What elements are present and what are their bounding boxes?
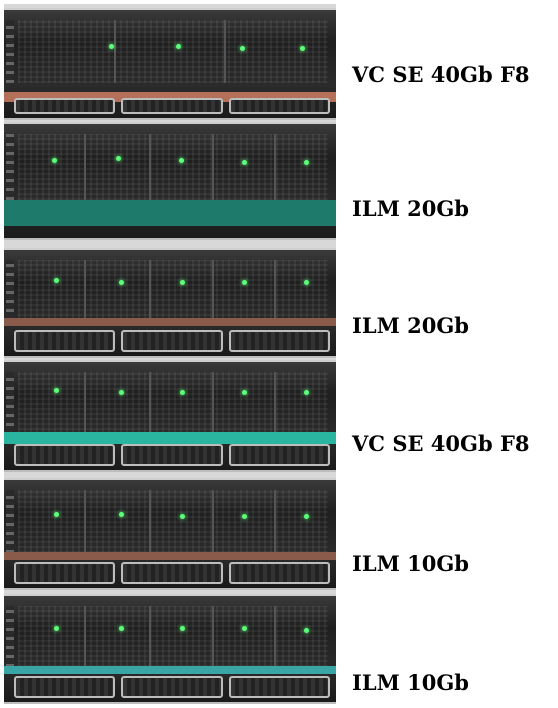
status-led bbox=[119, 626, 124, 631]
module-label-5: ILM 10Gb bbox=[352, 551, 469, 576]
module-label-4: VC SE 40Gb F8 bbox=[352, 431, 530, 456]
module-stripe bbox=[4, 552, 336, 560]
status-led bbox=[119, 512, 124, 517]
status-led bbox=[304, 390, 309, 395]
status-led bbox=[119, 390, 124, 395]
module-ports bbox=[14, 676, 330, 698]
module-mesh bbox=[18, 260, 328, 322]
module-side-vent bbox=[6, 372, 14, 435]
module-ports bbox=[14, 98, 330, 114]
status-led bbox=[242, 160, 247, 165]
module-mesh bbox=[18, 20, 328, 83]
module-ports bbox=[14, 562, 330, 584]
module-stack-photo bbox=[4, 4, 336, 704]
module-side-vent bbox=[6, 490, 14, 553]
module-stripe bbox=[4, 666, 336, 674]
status-led bbox=[54, 278, 59, 283]
module-5 bbox=[4, 478, 336, 590]
status-led bbox=[300, 46, 305, 51]
status-led bbox=[304, 160, 309, 165]
module-side-vent bbox=[6, 134, 14, 201]
status-led bbox=[304, 280, 309, 285]
module-stripe bbox=[4, 200, 336, 226]
status-led bbox=[176, 44, 181, 49]
status-led bbox=[54, 626, 59, 631]
module-1 bbox=[4, 8, 336, 120]
module-side-vent bbox=[6, 606, 14, 668]
status-led bbox=[240, 46, 245, 51]
status-led bbox=[180, 626, 185, 631]
module-stripe bbox=[4, 432, 336, 444]
module-mesh bbox=[18, 606, 328, 668]
module-ports bbox=[14, 444, 330, 466]
status-led bbox=[54, 512, 59, 517]
status-led bbox=[242, 514, 247, 519]
module-ports bbox=[14, 330, 330, 352]
module-side-vent bbox=[6, 260, 14, 322]
module-stripe bbox=[4, 318, 336, 326]
module-mesh bbox=[18, 134, 328, 201]
status-led bbox=[179, 158, 184, 163]
status-led bbox=[242, 390, 247, 395]
module-6 bbox=[4, 594, 336, 704]
status-led bbox=[119, 280, 124, 285]
module-stripe bbox=[4, 92, 336, 102]
status-led bbox=[116, 156, 121, 161]
module-4 bbox=[4, 360, 336, 472]
status-led bbox=[180, 390, 185, 395]
module-2 bbox=[4, 122, 336, 240]
status-led bbox=[304, 514, 309, 519]
status-led bbox=[242, 280, 247, 285]
status-led bbox=[242, 626, 247, 631]
module-3 bbox=[4, 248, 336, 358]
module-side-vent bbox=[6, 20, 14, 83]
module-label-2: ILM 20Gb bbox=[352, 196, 469, 221]
module-label-6: ILM 10Gb bbox=[352, 670, 469, 695]
status-led bbox=[304, 628, 309, 633]
status-led bbox=[180, 514, 185, 519]
module-mesh bbox=[18, 490, 328, 553]
status-led bbox=[52, 158, 57, 163]
module-mesh bbox=[18, 372, 328, 435]
module-label-3: ILM 20Gb bbox=[352, 313, 469, 338]
status-led bbox=[109, 44, 114, 49]
status-led bbox=[180, 280, 185, 285]
module-label-1: VC SE 40Gb F8 bbox=[352, 62, 530, 87]
status-led bbox=[54, 388, 59, 393]
